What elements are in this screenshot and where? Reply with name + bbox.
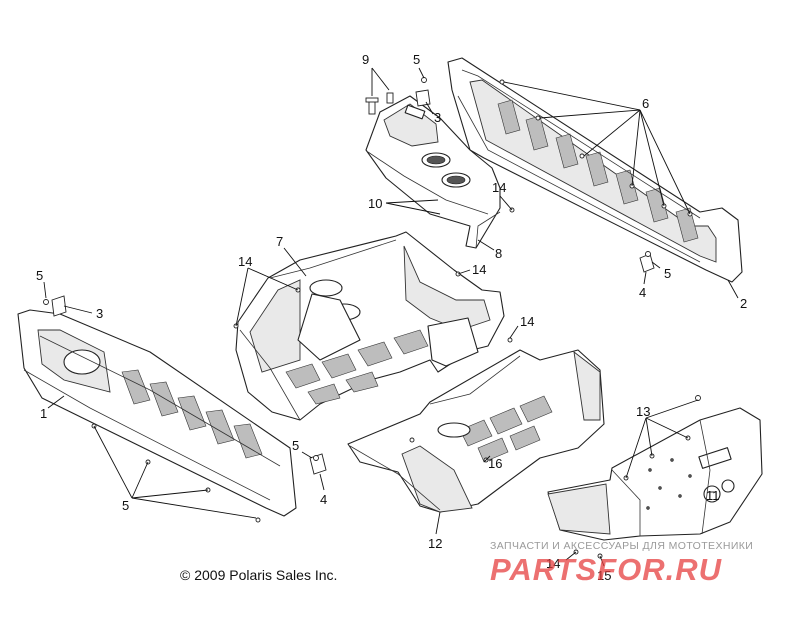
leader-lines bbox=[43, 67, 739, 567]
callout-4-right: 4 bbox=[639, 285, 646, 300]
rear-floor-pan bbox=[347, 349, 605, 513]
callout-12: 12 bbox=[428, 536, 442, 551]
callout-14-bottom: 14 bbox=[546, 556, 560, 571]
callout-5-mid: 5 bbox=[292, 438, 299, 453]
rear-close-off-panel bbox=[547, 407, 763, 541]
callout-14-console: 14 bbox=[492, 180, 506, 195]
watermark: ЗАПЧАСТИ И АКСЕССУАРЫ ДЛЯ МОТОТЕХНИКИ PA… bbox=[490, 540, 753, 587]
callout-5-top: 5 bbox=[413, 52, 420, 67]
callout-11: 11 bbox=[706, 488, 720, 503]
callout-15: 15 bbox=[597, 568, 611, 583]
callout-16: 16 bbox=[488, 456, 502, 471]
callout-13: 13 bbox=[636, 404, 650, 419]
callout-14-mid: 14 bbox=[520, 314, 534, 329]
copyright-notice: © 2009 Polaris Sales Inc. bbox=[180, 567, 337, 583]
front-floor-pan bbox=[235, 231, 505, 421]
callout-5-bottom: 5 bbox=[122, 498, 129, 513]
callout-14-floor-left: 14 bbox=[238, 254, 252, 269]
callout-labels: 9 5 3 6 14 10 8 7 14 14 5 4 2 5 3 14 1 5… bbox=[36, 52, 747, 583]
callout-9: 9 bbox=[362, 52, 369, 67]
watermark-tagline: ЗАПЧАСТИ И АКСЕССУАРЫ ДЛЯ МОТОТЕХНИКИ bbox=[490, 540, 753, 552]
callout-14-floor-right: 14 bbox=[472, 262, 486, 277]
callout-3-left: 3 bbox=[96, 306, 103, 321]
callout-7: 7 bbox=[276, 234, 283, 249]
callout-6: 6 bbox=[642, 96, 649, 111]
fasteners bbox=[43, 77, 701, 559]
callout-10: 10 bbox=[368, 196, 382, 211]
watermark-logo: PARTSFOR.RU bbox=[490, 552, 723, 587]
right-rocker-panel bbox=[447, 57, 743, 283]
callout-8: 8 bbox=[495, 246, 502, 261]
left-rocker-panel bbox=[17, 309, 297, 517]
callout-4-left: 4 bbox=[320, 492, 327, 507]
callout-2: 2 bbox=[740, 296, 747, 311]
callout-1: 1 bbox=[40, 406, 47, 421]
callout-3-top: 3 bbox=[434, 110, 441, 125]
callout-5-left: 5 bbox=[36, 268, 43, 283]
center-console bbox=[365, 95, 501, 249]
callout-5-right: 5 bbox=[664, 266, 671, 281]
